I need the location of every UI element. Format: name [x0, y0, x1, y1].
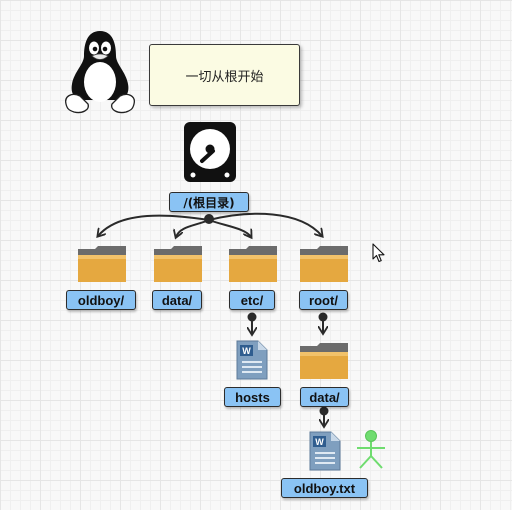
- word-document-icon-hosts: W: [236, 340, 268, 380]
- root-directory-label[interactable]: /(根目录): [169, 192, 249, 212]
- word-document-icon-oldboy-txt: W: [309, 431, 341, 471]
- dir-label-root-data[interactable]: data/: [300, 387, 349, 407]
- edge-root-root: [208, 212, 322, 236]
- edge-root-data: [176, 219, 210, 237]
- folder-icon-root-data: [299, 342, 349, 380]
- dir-label-root[interactable]: root/: [299, 290, 348, 310]
- folder-icon-oldboy: [77, 245, 127, 283]
- file-label-hosts[interactable]: hosts: [224, 387, 281, 407]
- folder-icon-root: [299, 245, 349, 283]
- edge-root-origin: [204, 214, 214, 224]
- file-label-oldboy-txt[interactable]: oldboy.txt: [281, 478, 368, 498]
- dir-label-etc[interactable]: etc/: [229, 290, 275, 310]
- folder-icon-data: [153, 245, 203, 283]
- svg-text:W: W: [315, 437, 324, 447]
- dir-label-oldboy[interactable]: oldboy/: [66, 290, 136, 310]
- folder-icon-etc: [228, 245, 278, 283]
- actor-stick-figure-icon: [357, 430, 385, 469]
- edge-root-oldboy: [98, 214, 210, 236]
- dir-label-data[interactable]: data/: [152, 290, 202, 310]
- note-box: 一切从根开始: [149, 44, 300, 106]
- mouse-pointer-icon: [372, 243, 385, 263]
- edge-root-etc: [208, 219, 251, 237]
- linux-penguin-icon: [65, 31, 135, 114]
- hard-disk-icon: [184, 122, 236, 182]
- svg-text:W: W: [242, 346, 251, 356]
